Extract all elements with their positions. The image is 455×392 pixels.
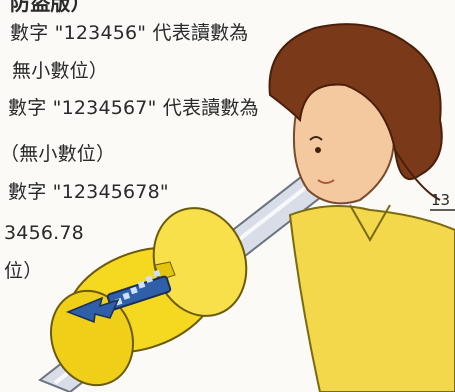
text-line-5: （無小數位）: [0, 143, 116, 165]
page-number-tag: 13: [431, 191, 450, 209]
water-meter: [49, 207, 248, 387]
text-line-1: 防盜版）: [10, 0, 91, 15]
text-line-4: 數字 "1234567" 代表讀數為: [8, 97, 259, 119]
woman-figure: [268, 23, 455, 392]
text-line-7: 3456.78: [4, 222, 84, 244]
text-line-6: 數字 "12345678": [8, 181, 169, 203]
text-line-8: 位）: [4, 260, 43, 282]
digit-window: [114, 269, 161, 306]
text-line-2: 數字 "123456" 代表讀數為: [10, 22, 249, 44]
text-line-3: 無小數位）: [12, 60, 109, 82]
